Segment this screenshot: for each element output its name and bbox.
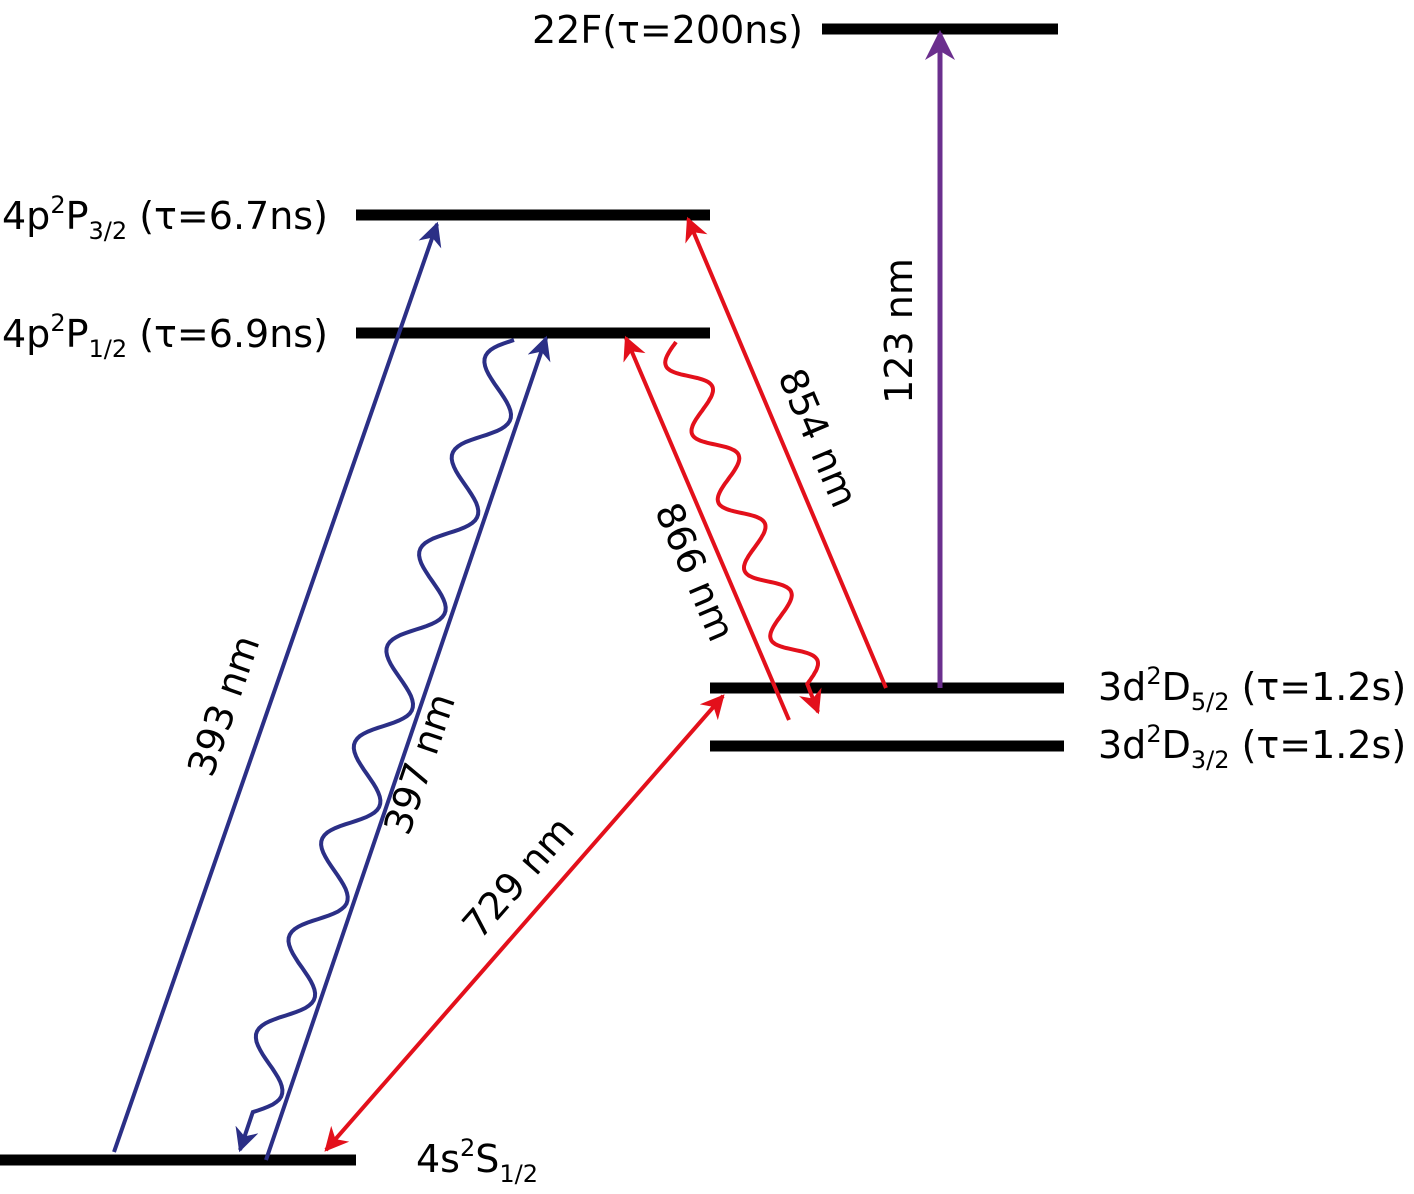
level-4p-p12-label: 4p2P1/2 (τ=6.9ns) [2, 309, 328, 363]
transition-866-decay-wavy [663, 340, 822, 715]
transition-866-label: 866 nm [646, 496, 744, 647]
transition-393-label: 393 nm [179, 630, 268, 782]
transition-854-arrow [685, 216, 888, 689]
transition-729-arrow [324, 694, 725, 1152]
transition-123-label: 123 nm [877, 258, 921, 404]
transition-854-label: 854 nm [769, 362, 866, 513]
transition-397-decay-wavy [235, 338, 515, 1153]
level-3d-d32-label: 3d2D3/2 (τ=1.2s) [1098, 720, 1406, 774]
level-22f-label: 22F(τ=200ns) [532, 8, 803, 52]
transition-393-arrow [112, 221, 442, 1153]
transition-866-arrow [623, 335, 791, 721]
level-4p-p32-label: 4p2P3/2 (τ=6.7ns) [2, 191, 328, 245]
level-3d-d52-label: 3d2D5/2 (τ=1.2s) [1098, 662, 1406, 716]
level-4s-s12-label: 4s2S1/2 [416, 1134, 538, 1188]
transition-397-label: 397 nm [375, 688, 464, 840]
